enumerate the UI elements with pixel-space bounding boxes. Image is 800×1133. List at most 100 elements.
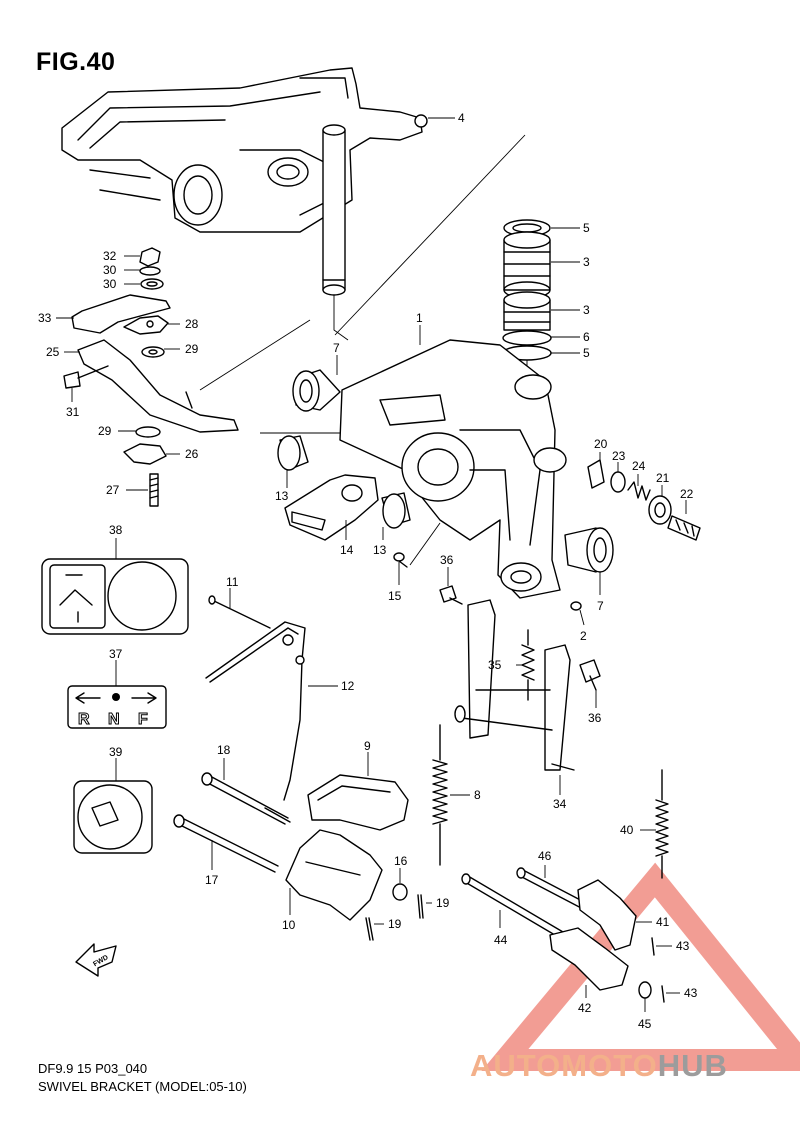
callout-31: 31	[66, 405, 80, 419]
rod-46	[516, 867, 589, 911]
callout-43a: 43	[676, 939, 690, 953]
callout-36b: 36	[588, 711, 602, 725]
figure-caption: DF9.9 15 P03_040 SWIVEL BRACKET (MODEL:0…	[38, 1060, 247, 1096]
lever-25	[77, 339, 239, 433]
callout-22: 22	[680, 487, 694, 501]
callout-29a: 29	[185, 342, 199, 356]
washer-45	[638, 981, 652, 999]
bolt-17	[173, 814, 279, 873]
callout-19a: 19	[436, 896, 450, 910]
callout-7b: 7	[597, 599, 604, 613]
callout-4: 4	[458, 111, 465, 125]
fwd-arrow	[75, 943, 117, 977]
callout-46: 46	[538, 849, 552, 863]
callout-32: 32	[103, 249, 117, 263]
rod-11	[208, 595, 271, 629]
pin-43b	[661, 985, 665, 1003]
decal-37-r: R	[78, 711, 90, 728]
plate-14	[284, 474, 379, 541]
bushing-7-upper	[292, 369, 341, 412]
callout-1: 1	[416, 311, 423, 325]
callout-25: 25	[46, 345, 60, 359]
callout-15: 15	[388, 589, 402, 603]
figure-name: SWIVEL BRACKET (MODEL:05-10)	[38, 1079, 247, 1094]
callout-35: 35	[488, 658, 502, 672]
callout-9: 9	[364, 739, 371, 753]
lever-42	[549, 927, 629, 991]
callout-3a: 3	[583, 255, 590, 269]
callout-36a: 36	[440, 553, 454, 567]
decal-37-f: F	[138, 711, 148, 728]
plate-28	[123, 315, 169, 335]
callout-27: 27	[106, 483, 120, 497]
washer-30a	[139, 266, 161, 276]
callout-30a: 30	[103, 263, 117, 277]
decal-39	[73, 780, 153, 854]
knob-21	[648, 495, 672, 525]
screw-15	[393, 552, 408, 568]
spring-24	[627, 481, 651, 501]
figure-title: FIG.40	[36, 48, 116, 76]
link-12	[205, 621, 306, 801]
callout-10: 10	[282, 918, 296, 932]
bolt-36b	[579, 659, 601, 691]
spacer-20	[587, 459, 605, 489]
plate-26	[123, 443, 167, 465]
bushing-stack	[502, 219, 552, 385]
nut-32	[139, 247, 161, 267]
bolt-22	[667, 515, 701, 541]
spring-8	[432, 724, 448, 866]
pin-19a	[417, 894, 424, 919]
callout-21: 21	[656, 471, 670, 485]
bracket-9	[307, 774, 409, 831]
callout-5b: 5	[583, 346, 590, 360]
callout-33: 33	[38, 311, 52, 325]
callout-44: 44	[494, 933, 508, 947]
callout-34: 34	[553, 797, 567, 811]
washer-29b	[135, 426, 161, 438]
callout-24: 24	[632, 459, 646, 473]
callout-38: 38	[109, 523, 123, 537]
callout-14: 14	[340, 543, 354, 557]
callouts: 4 5 3 3 6 5 1 7 32 30 30 33 28 25 29 31 …	[38, 111, 698, 1031]
callout-19b: 19	[388, 917, 402, 931]
callout-45: 45	[638, 1017, 652, 1031]
callout-29b: 29	[98, 424, 112, 438]
bolt-31	[63, 365, 109, 389]
callout-26: 26	[185, 447, 199, 461]
callout-3b: 3	[583, 303, 590, 317]
figure-code: DF9.9 15 P03_040	[38, 1061, 148, 1076]
callout-30b: 30	[103, 277, 117, 291]
pin-43a	[651, 937, 655, 956]
bolt-18	[201, 772, 291, 825]
screw-2	[570, 601, 582, 611]
callout-17: 17	[205, 873, 219, 887]
rod-44	[461, 873, 564, 939]
washer-23	[610, 471, 626, 493]
callout-42: 42	[578, 1001, 592, 1015]
plate-33	[71, 294, 171, 334]
lever-41	[577, 879, 637, 951]
callout-8: 8	[474, 788, 481, 802]
callout-16: 16	[394, 854, 408, 868]
bracket-10	[285, 829, 383, 921]
callout-18: 18	[217, 743, 231, 757]
stud-27	[149, 473, 159, 507]
watermark-text-a: AUTOMOTO	[470, 1048, 658, 1083]
watermark-text-b: HUB	[657, 1048, 728, 1083]
callout-41: 41	[656, 915, 670, 929]
bushing-7-lower	[564, 527, 614, 573]
callout-28: 28	[185, 317, 199, 331]
spring-35	[521, 629, 535, 701]
watermark-brand: AUTOMOTOHUB	[470, 1048, 728, 1084]
callout-37: 37	[109, 647, 123, 661]
callout-20: 20	[594, 437, 608, 451]
bolt-36a	[439, 585, 463, 605]
decal-38	[41, 558, 189, 635]
callout-7a: 7	[333, 341, 340, 355]
callout-5a: 5	[583, 221, 590, 235]
callout-2: 2	[580, 629, 587, 643]
callout-40: 40	[620, 823, 634, 837]
link-34	[454, 599, 575, 771]
